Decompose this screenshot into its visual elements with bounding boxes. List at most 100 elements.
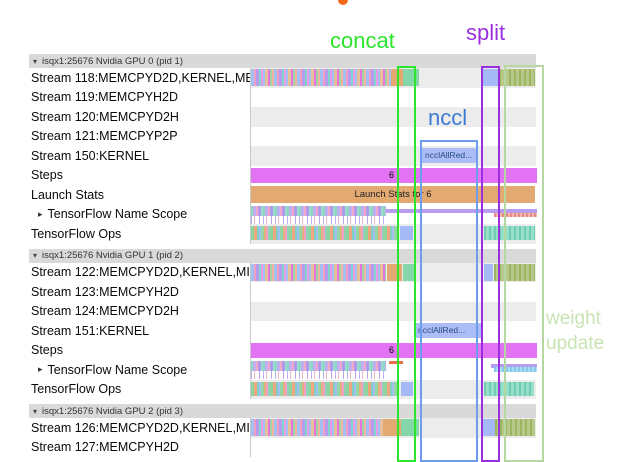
trace-segment-olive[interactable] xyxy=(494,263,535,281)
trace-segment-peri2[interactable] xyxy=(400,226,413,240)
row-label[interactable]: Stream 119:MEMCPYH2D xyxy=(0,87,250,107)
trace-segment-dense[interactable] xyxy=(251,263,386,281)
row-timeline-track xyxy=(250,360,537,380)
row-label-text: Stream 124:MEMCPYD2H xyxy=(31,304,179,319)
trace-row: Launch Stats Launch Stats for 6 xyxy=(0,185,622,205)
row-timeline-track xyxy=(250,68,536,88)
row-label-text: Steps xyxy=(31,343,63,358)
trace-segment-nsjag[interactable] xyxy=(251,205,386,224)
row-timeline-track xyxy=(250,87,536,107)
gpu-section-header[interactable]: ▾isqx1:25676 Nvidia GPU 2 (pid 3) xyxy=(29,404,536,418)
row-label-text: Launch Stats xyxy=(31,187,104,202)
trace-row: Stream 150:KERNEL ncclAllRed... xyxy=(0,146,622,166)
trace-segment-nccl[interactable]: ncclAllRed... xyxy=(421,148,478,163)
trace-row: Stream 122:MEMCPYD2D,KERNEL,MI xyxy=(0,262,622,282)
row-label[interactable]: Stream 122:MEMCPYD2D,KERNEL,MI xyxy=(0,262,250,282)
collapse-triangle-icon[interactable]: ▾ xyxy=(33,406,38,416)
row-label[interactable]: Stream 120:MEMCPYD2H xyxy=(0,107,250,127)
trace-segment-opsdense[interactable] xyxy=(251,381,398,396)
row-timeline-track xyxy=(250,379,536,399)
row-timeline-track xyxy=(250,204,537,224)
row-label-text: TensorFlow Ops xyxy=(31,382,122,397)
trace-segment-nsline[interactable] xyxy=(491,364,537,368)
row-label[interactable]: ▸TensorFlow Name Scope xyxy=(0,360,250,380)
row-label[interactable]: Stream 150:KERNEL xyxy=(0,146,250,166)
row-timeline-track xyxy=(250,282,536,302)
row-timeline-track: 6 xyxy=(250,340,537,360)
trace-row: Stream 121:MEMCPYP2P xyxy=(0,126,622,146)
trace-segment-orange[interactable] xyxy=(391,69,403,86)
cropped-orange-glyph xyxy=(338,0,348,5)
trace-segment-dense[interactable] xyxy=(251,419,383,436)
trace-segment-teal[interactable] xyxy=(401,419,419,436)
trace-segment-teal[interactable] xyxy=(403,263,415,281)
trace-segment-dense[interactable] xyxy=(251,69,391,86)
trace-segment-teal[interactable] xyxy=(403,69,419,86)
trace-segment-olive[interactable] xyxy=(495,419,535,436)
row-label[interactable]: TensorFlow Ops xyxy=(0,224,250,244)
row-label[interactable]: ▸TensorFlow Name Scope xyxy=(0,204,250,224)
row-label[interactable]: Stream 126:MEMCPYD2D,KERNEL,MI xyxy=(0,418,250,438)
trace-segment-olive[interactable] xyxy=(499,69,535,86)
trace-segment-fringecyan[interactable] xyxy=(494,367,537,372)
trace-row: Stream 118:MEMCPYD2D,KERNEL,ME xyxy=(0,68,622,88)
trace-segment-orange[interactable] xyxy=(387,263,402,281)
trace-row: Stream 123:MEMCPYH2D xyxy=(0,282,622,302)
trace-segment-tealstripe[interactable] xyxy=(484,381,534,396)
trace-row: Stream 127:MEMCPYH2D xyxy=(0,437,622,457)
trace-segment-peri[interactable] xyxy=(482,69,498,86)
row-label-text: Stream 127:MEMCPYH2D xyxy=(31,440,179,455)
trace-segment-peri2[interactable] xyxy=(401,381,413,396)
row-timeline-track xyxy=(250,437,536,457)
row-label[interactable]: Steps xyxy=(0,340,250,360)
row-label[interactable]: Stream 124:MEMCPYD2H xyxy=(0,301,250,321)
trace-segment-opsdense[interactable] xyxy=(251,226,399,240)
trace-segment-tealstripe[interactable] xyxy=(484,226,535,240)
trace-row: ▸TensorFlow Name Scope xyxy=(0,204,622,224)
trace-segment-nsline[interactable] xyxy=(386,208,537,213)
trace-segment-steps[interactable]: 6 xyxy=(251,342,537,358)
row-label-text: Stream 122:MEMCPYD2D,KERNEL,MI xyxy=(31,265,250,280)
row-timeline-track xyxy=(250,301,536,321)
row-label[interactable]: Stream 151:KERNEL xyxy=(0,321,250,341)
collapse-triangle-icon[interactable]: ▾ xyxy=(33,56,38,66)
row-label[interactable]: Stream 121:MEMCPYP2P xyxy=(0,126,250,146)
trace-segment-fringepink[interactable] xyxy=(494,212,537,217)
trace-row: Steps 6 xyxy=(0,165,622,185)
row-label[interactable]: Launch Stats xyxy=(0,185,250,205)
collapse-triangle-icon[interactable]: ▾ xyxy=(33,251,38,260)
trace-segment-nsred[interactable] xyxy=(389,361,403,364)
row-timeline-track: ncclAllRed... xyxy=(250,146,536,166)
row-timeline-track xyxy=(250,418,536,438)
trace-segment-launch[interactable]: Launch Stats for 6 xyxy=(251,186,535,203)
trace-row: Stream 126:MEMCPYD2D,KERNEL,MI xyxy=(0,418,622,438)
gpu-section-header[interactable]: ▾ isqx1:25676 Nvidia GPU 0 (pid 1) xyxy=(29,54,536,68)
row-timeline-track xyxy=(250,262,536,282)
row-label-text: Steps xyxy=(31,168,63,183)
expand-arrow-icon[interactable]: ▸ xyxy=(38,364,43,375)
row-timeline-track: 6 xyxy=(250,165,537,185)
gpu-section-header[interactable]: ▾ isqx1:25676 Nvidia GPU 1 (pid 2) xyxy=(29,248,536,263)
gpu-section-title: isqx1:25676 Nvidia GPU 1 (pid 2) xyxy=(42,250,184,261)
row-label-text: Stream 121:MEMCPYP2P xyxy=(31,129,178,144)
row-label-text: Stream 120:MEMCPYD2H xyxy=(31,109,179,124)
gpu-section-title: isqx1:25676 Nvidia GPU 0 (pid 1) xyxy=(42,55,184,67)
row-label[interactable]: Stream 123:MEMCPYH2D xyxy=(0,282,250,302)
expand-arrow-icon[interactable]: ▸ xyxy=(38,208,43,219)
row-label[interactable]: Stream 127:MEMCPYH2D xyxy=(0,437,250,457)
row-label[interactable]: TensorFlow Ops xyxy=(0,379,250,399)
trace-row: Stream 120:MEMCPYD2H xyxy=(0,107,622,127)
row-label[interactable]: Stream 118:MEMCPYD2D,KERNEL,ME xyxy=(0,68,250,88)
row-label-text: TensorFlow Ops xyxy=(31,226,122,241)
trace-segment-nccl[interactable]: ncclAllRed... xyxy=(414,323,481,338)
trace-segment-orange[interactable] xyxy=(383,419,401,436)
row-label[interactable]: Steps xyxy=(0,165,250,185)
trace-row: Stream 119:MEMCPYH2D xyxy=(0,87,622,107)
trace-segment-peri[interactable] xyxy=(483,419,495,436)
row-timeline-track xyxy=(250,107,536,127)
trace-segment-nsjag[interactable] xyxy=(251,361,386,379)
trace-row: Stream 151:KERNEL ncclAllRed... xyxy=(0,321,622,341)
trace-segment-steps[interactable]: 6 xyxy=(251,167,537,183)
trace-row: Stream 124:MEMCPYD2H xyxy=(0,301,622,321)
trace-segment-peri[interactable] xyxy=(484,263,493,281)
